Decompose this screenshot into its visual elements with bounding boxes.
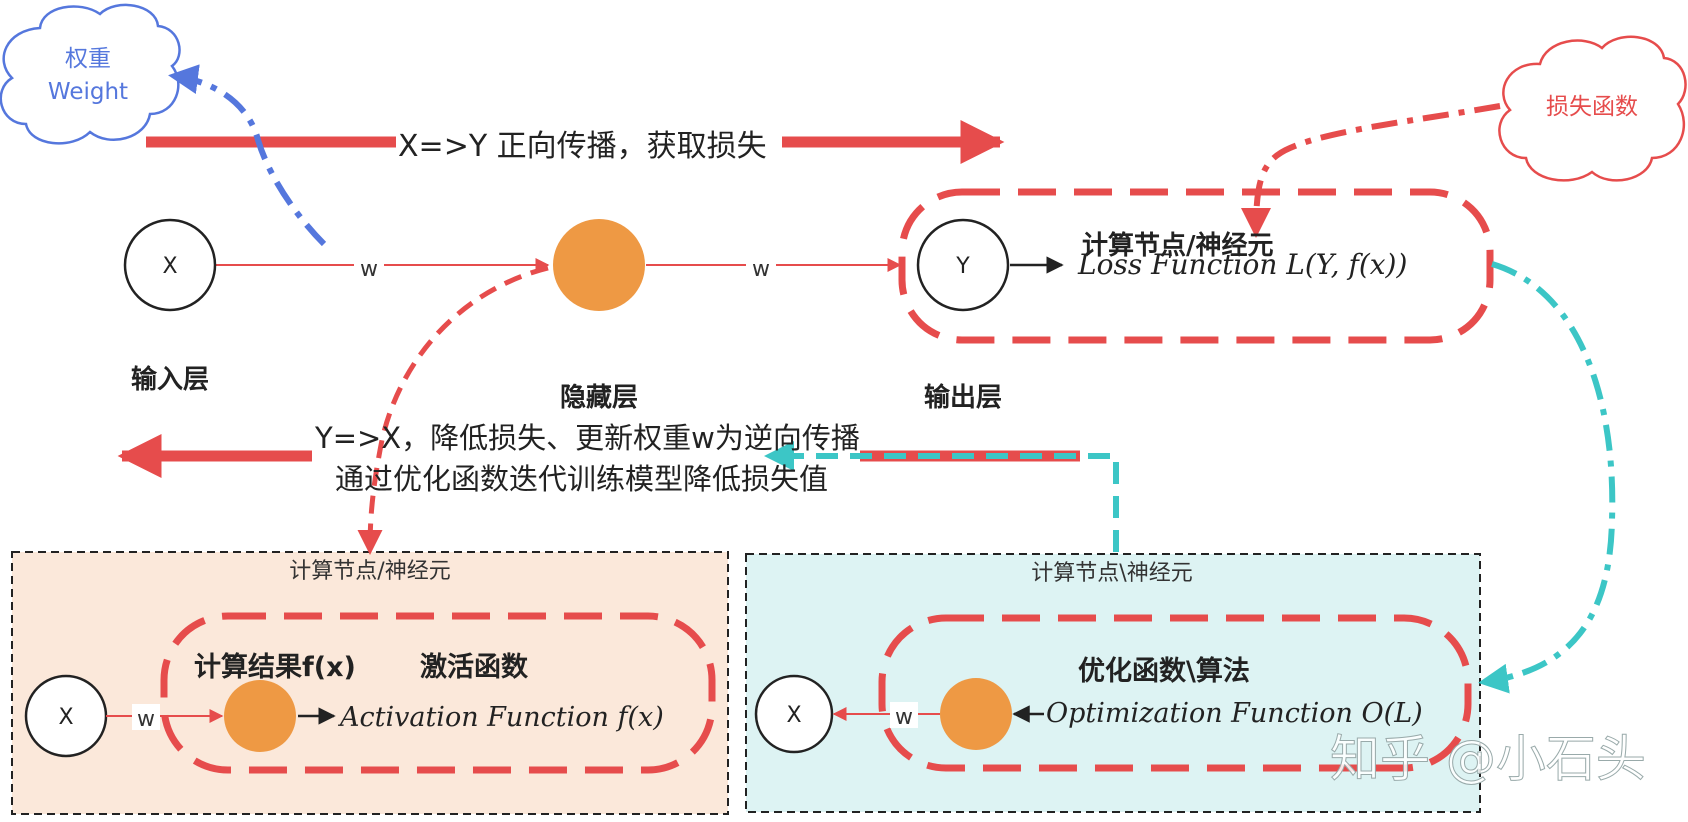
activation-node — [224, 680, 296, 752]
loss-to-optimizer-arrow — [1478, 261, 1616, 694]
hidden-layer-label: 隐藏层 — [560, 383, 638, 413]
output-node-label: Y — [955, 254, 970, 279]
activation-panel — [11, 551, 729, 815]
hidden-node — [553, 219, 645, 311]
loss-function-cloud — [1498, 35, 1687, 182]
compute-node-label: 计算节点/神经元 — [1082, 230, 1274, 261]
loss-cloud-label: 损失函数 — [1546, 94, 1638, 120]
activation-weight-label: w — [137, 707, 155, 732]
weight-cloud-line1: 权重 — [65, 46, 111, 72]
input-node — [123, 218, 217, 312]
activation-input-label: X — [58, 705, 73, 730]
output-node — [916, 218, 1010, 312]
weight-label-2: w — [752, 257, 770, 282]
weight-cloud-line2: Weight — [48, 79, 128, 105]
optimization-label: 优化函数\算法 — [1078, 655, 1250, 687]
backward-propagation-line2: 通过优化函数迭代训练模型降低损失值 — [335, 462, 828, 496]
loss-function-box — [898, 188, 1494, 344]
optimization-output-label: X — [786, 703, 801, 728]
watermark: 知乎 @小石头 — [1330, 730, 1646, 788]
forward-propagation-label: X=>Y 正向传播，获取损失 — [398, 129, 767, 164]
input-layer-label: 输入层 — [131, 364, 209, 395]
activation-label: 激活函数 — [420, 651, 529, 683]
optimization-panel-title: 计算节点\神经元 — [1031, 561, 1192, 586]
weight-cloud — [0, 3, 181, 145]
activation-formula: Activation Function f(x) — [337, 702, 664, 733]
loss-function-formula: Loss Function L(Y, f(x)) — [1077, 248, 1407, 281]
loss-pointer-arrow — [1241, 103, 1501, 238]
output-layer-label: 输出层 — [924, 382, 1002, 413]
optimization-function-box — [878, 614, 1472, 772]
optimization-output-node — [754, 674, 834, 754]
input-node-label: X — [162, 254, 177, 279]
optimizer-backprop-arrow — [764, 441, 1119, 552]
optimization-weight-label: w — [895, 705, 913, 730]
weight-pointer-arrow — [168, 64, 327, 247]
optimization-formula: Optimization Function O(L) — [1046, 698, 1423, 729]
weight-label-1: w — [360, 257, 378, 282]
optimization-node — [940, 678, 1012, 750]
hidden-to-activation-arrow — [357, 265, 549, 555]
activation-panel-title: 计算节点/神经元 — [289, 559, 450, 584]
result-label: 计算结果f(x) — [194, 651, 356, 683]
activation-function-box — [160, 612, 716, 774]
backward-propagation-line1: Y=>X，降低损失、更新权重w为逆向传播 — [314, 421, 860, 455]
